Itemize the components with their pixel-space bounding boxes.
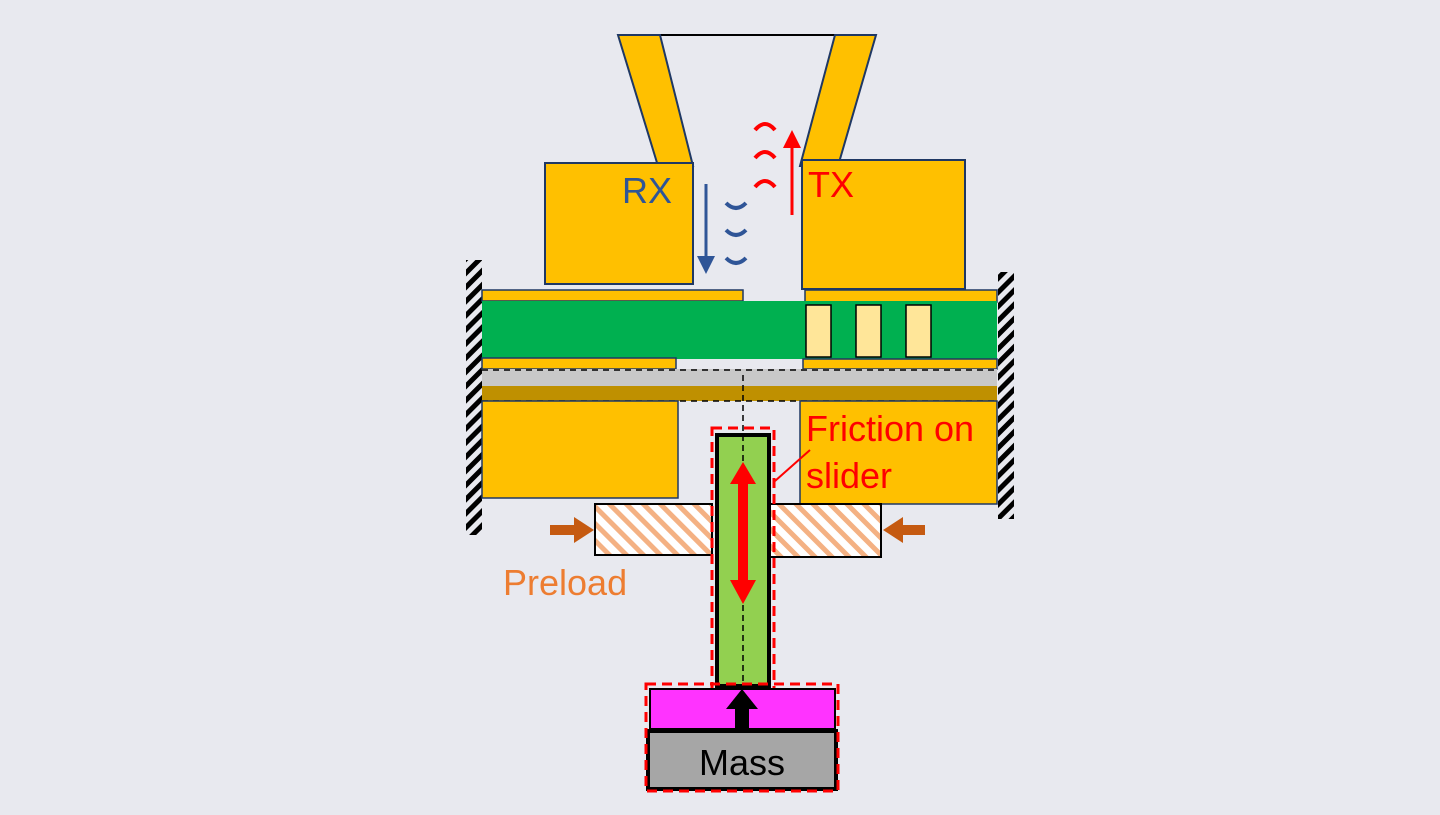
pcb-pad-1 bbox=[805, 304, 832, 358]
friction-label-line1: Friction on bbox=[806, 408, 974, 449]
tx-label: TX bbox=[808, 164, 854, 205]
rx-block bbox=[544, 162, 694, 285]
tx-wave-arc-icon bbox=[753, 122, 777, 132]
lower-strip-right bbox=[802, 358, 998, 370]
lower-strip-left bbox=[481, 357, 677, 370]
slider-motion-arrow bbox=[730, 462, 756, 604]
rx-arrowhead bbox=[697, 256, 715, 274]
upward-force-arrow-icon bbox=[726, 689, 758, 729]
tx-wave-arc-icon bbox=[753, 150, 777, 160]
mass-label: Mass bbox=[699, 742, 785, 783]
pcb-pad-3 bbox=[905, 304, 932, 358]
friction-label-line2: slider bbox=[806, 455, 892, 496]
tx-arrowhead bbox=[783, 130, 801, 148]
rx-wave-arc-icon bbox=[724, 201, 748, 210]
friction-leader-line bbox=[774, 449, 811, 482]
rx-wave-arc-icon bbox=[724, 256, 748, 265]
pcb-pad-2 bbox=[855, 304, 882, 358]
mass-block bbox=[646, 729, 838, 791]
funnel-left-arm bbox=[616, 34, 695, 167]
preload-arrow-icon bbox=[550, 517, 594, 543]
rx-label: RX bbox=[622, 170, 672, 211]
rx-wave-arc-icon bbox=[724, 228, 748, 237]
gray-layer bbox=[482, 369, 997, 386]
lower-block-right bbox=[799, 400, 998, 505]
tx-block bbox=[801, 159, 966, 290]
tx-wave-arc-icon bbox=[753, 179, 777, 189]
gold-layer bbox=[482, 386, 997, 401]
preload-arrow-icon bbox=[883, 517, 925, 543]
right-wall bbox=[998, 272, 1014, 519]
funnel-right-arm bbox=[798, 34, 878, 167]
preload-label: Preload bbox=[503, 562, 627, 603]
left-wall bbox=[466, 260, 482, 535]
top-strip-right bbox=[804, 289, 998, 303]
preload-pad-left bbox=[594, 503, 713, 556]
mass-outline-dashed bbox=[644, 682, 840, 793]
top-strip-left bbox=[481, 289, 744, 302]
lower-block-left bbox=[481, 400, 679, 499]
preload-pad-right bbox=[767, 503, 882, 558]
